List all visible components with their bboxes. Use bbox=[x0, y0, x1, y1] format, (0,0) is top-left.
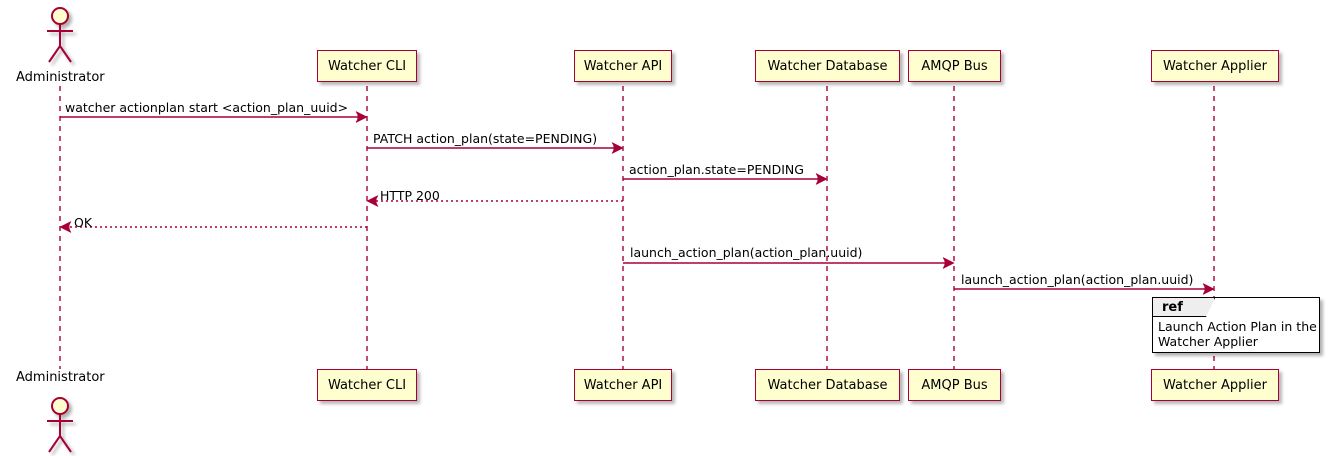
message-3 bbox=[623, 173, 828, 185]
actor-leg-right-bottom bbox=[59, 435, 72, 453]
participant-label-applier: Watcher Applier bbox=[1163, 58, 1267, 74]
actor-label-top: Administrator bbox=[16, 70, 105, 85]
message-label-7: launch_action_plan(action_plan.uuid) bbox=[961, 272, 1194, 287]
message-label-6: launch_action_plan(action_plan.uuid) bbox=[630, 245, 863, 260]
message-label-4: HTTP 200 bbox=[380, 188, 440, 203]
actor-figure-top bbox=[47, 7, 73, 63]
participant-box-bottom-db[interactable]: Watcher Database bbox=[755, 369, 900, 401]
message-label-2: PATCH action_plan(state=PENDING) bbox=[373, 131, 598, 146]
message-label-1: watcher actionplan start <action_plan_uu… bbox=[65, 100, 349, 115]
message-arrowhead-6 bbox=[942, 257, 955, 269]
message-label-5: OK bbox=[74, 215, 93, 230]
message-4 bbox=[366, 195, 623, 207]
message-7 bbox=[954, 283, 1215, 295]
participant-box-top-api[interactable]: Watcher API bbox=[574, 50, 672, 82]
participant-label-bottom-cli: Watcher CLI bbox=[327, 377, 407, 393]
participant-box-bottom-applier[interactable]: Watcher Applier bbox=[1151, 369, 1279, 401]
message-5 bbox=[59, 221, 367, 233]
actor-leg-left-bottom bbox=[48, 435, 61, 453]
participant-box-top-cli[interactable]: Watcher CLI bbox=[317, 50, 417, 82]
participant-label-cli: Watcher CLI bbox=[327, 58, 407, 74]
actor-label-bottom: Administrator bbox=[16, 370, 105, 385]
message-arrowhead-4 bbox=[366, 195, 379, 207]
message-arrowhead-7 bbox=[1202, 283, 1215, 295]
participant-box-top-amqp[interactable]: AMQP Bus bbox=[908, 50, 1001, 82]
message-label-3: action_plan.state=PENDING bbox=[629, 162, 804, 177]
ref-fragment-body-text: Launch Action Plan in the Watcher Applie… bbox=[1158, 319, 1317, 349]
message-6 bbox=[623, 257, 955, 269]
participant-label-bottom-amqp: AMQP Bus bbox=[921, 377, 988, 393]
participant-label-bottom-applier: Watcher Applier bbox=[1163, 377, 1267, 393]
participant-label-bottom-api: Watcher API bbox=[583, 377, 663, 393]
message-arrowhead-3 bbox=[815, 173, 828, 185]
participant-label-bottom-db: Watcher Database bbox=[767, 377, 888, 393]
participant-label-db: Watcher Database bbox=[767, 58, 888, 74]
participant-box-bottom-cli[interactable]: Watcher CLI bbox=[317, 369, 417, 401]
actor-leg-left-top bbox=[48, 45, 61, 63]
actor-leg-right-top bbox=[59, 45, 72, 63]
ref-fragment-tab-label: ref bbox=[1162, 300, 1183, 315]
message-arrowhead-1 bbox=[355, 111, 368, 123]
message-arrowhead-2 bbox=[611, 142, 624, 154]
message-2 bbox=[367, 142, 624, 154]
participant-box-top-db[interactable]: Watcher Database bbox=[755, 50, 900, 82]
participant-label-amqp: AMQP Bus bbox=[921, 58, 988, 74]
message-arrowhead-5 bbox=[59, 221, 72, 233]
participant-box-bottom-amqp[interactable]: AMQP Bus bbox=[908, 369, 1001, 401]
message-1 bbox=[60, 111, 368, 123]
participant-label-api: Watcher API bbox=[583, 58, 663, 74]
participant-box-bottom-api[interactable]: Watcher API bbox=[574, 369, 672, 401]
actor-figure-bottom bbox=[47, 397, 73, 453]
participant-box-top-applier[interactable]: Watcher Applier bbox=[1151, 50, 1279, 82]
